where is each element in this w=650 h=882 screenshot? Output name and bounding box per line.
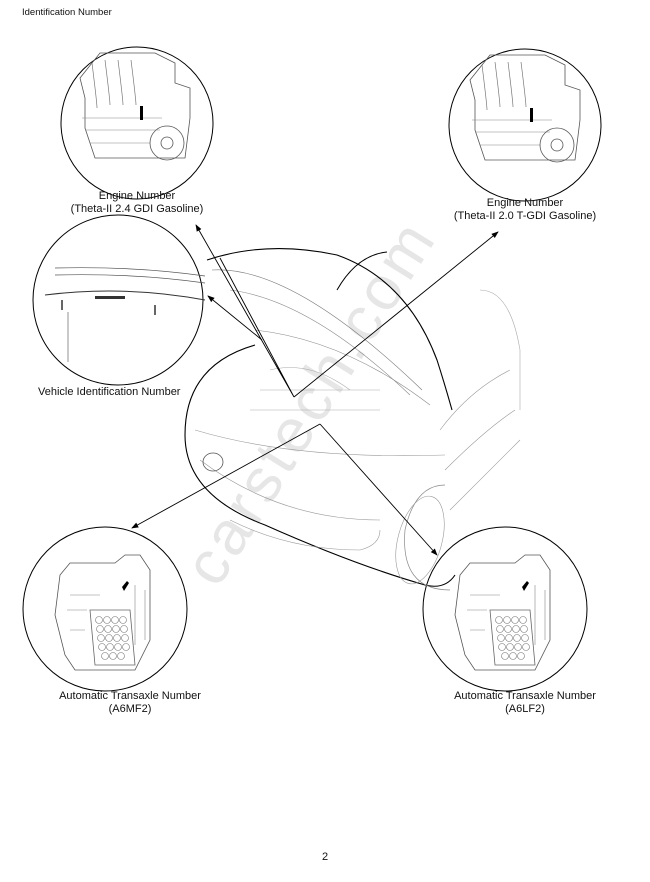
transaxle-left-label-line1: Automatic Transaxle Number	[59, 690, 201, 702]
transaxle-left-label: Automatic Transaxle Number (A6MF2)	[30, 690, 230, 716]
page-header-title: Identification Number	[22, 7, 112, 18]
page-number: 2	[321, 851, 329, 863]
arrow-engine-right	[293, 231, 499, 398]
engine-right-label-line2: (Theta-II 2.0 T-GDI Gasoline)	[453, 210, 597, 222]
engine-right-label-line1: Engine Number	[486, 197, 564, 209]
arrow-transaxle-right	[319, 423, 438, 556]
engine-left-label-line1: Engine Number	[98, 190, 176, 202]
engine-left-detail	[60, 46, 214, 200]
engine-right-detail	[448, 48, 602, 202]
transaxle-right-label: Automatic Transaxle Number (A6LF2)	[425, 690, 625, 716]
engine-left-label: Engine Number (Theta-II 2.4 GDI Gasoline…	[37, 190, 237, 216]
arrow-vin	[207, 295, 263, 341]
engine-left-label-line2: (Theta-II 2.4 GDI Gasoline)	[70, 203, 204, 215]
transaxle-right-label-line2: (A6LF2)	[505, 703, 545, 715]
transaxle-left-detail	[22, 526, 188, 692]
engine-right-label: Engine Number (Theta-II 2.0 T-GDI Gasoli…	[420, 197, 630, 223]
vehicle-illustration	[184, 248, 521, 591]
transaxle-right-label-line1: Automatic Transaxle Number	[454, 690, 596, 702]
vin-label: Vehicle Identification Number	[38, 386, 181, 398]
vin-detail	[32, 214, 206, 386]
transaxle-right-detail	[422, 526, 588, 692]
transaxle-left-label-line2: (A6MF2)	[108, 703, 152, 715]
arrow-transaxle-left	[131, 423, 321, 529]
